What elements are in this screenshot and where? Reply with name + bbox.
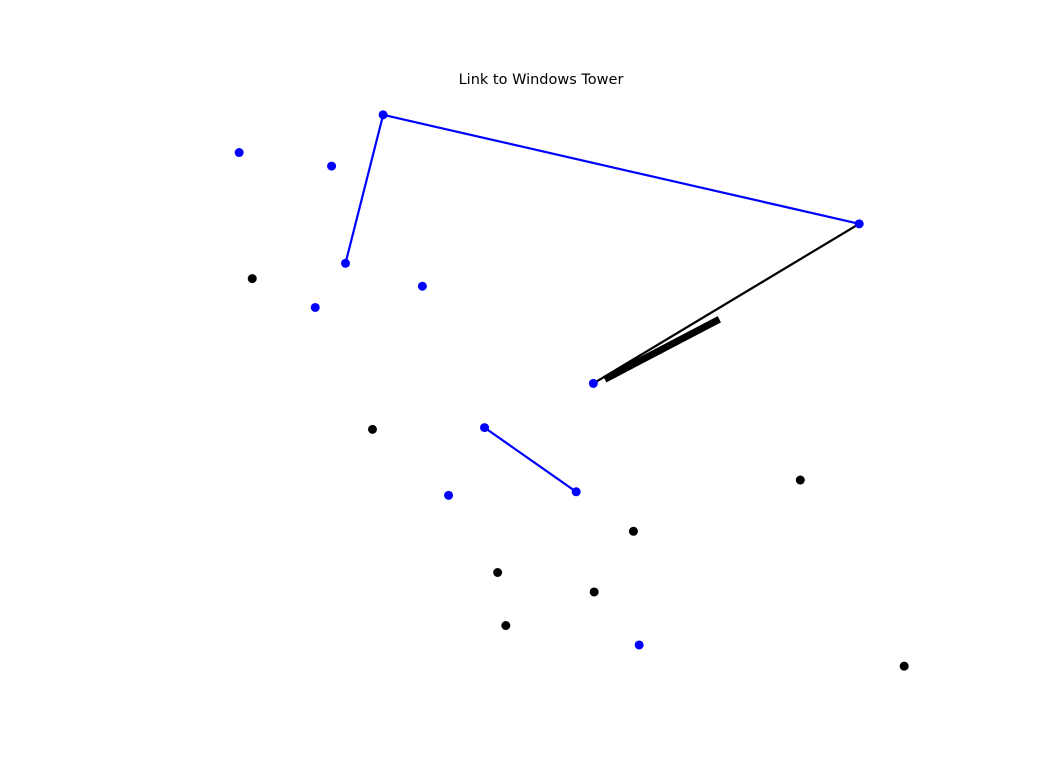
node-n11	[444, 490, 454, 500]
node-n7	[417, 281, 427, 291]
node-n15	[795, 475, 805, 485]
node-n5	[327, 161, 337, 171]
node-n12	[634, 640, 644, 650]
node-n10	[571, 487, 581, 497]
nodes-layer	[234, 110, 909, 671]
link-n3-n1	[344, 114, 385, 264]
node-n2	[854, 219, 864, 229]
node-n16	[628, 526, 638, 536]
highlighted-link-segment	[603, 316, 721, 383]
node-n3	[340, 258, 350, 268]
link-n1-n2	[382, 113, 860, 225]
node-n18	[589, 587, 599, 597]
node-n17	[493, 568, 503, 578]
node-n14	[367, 424, 377, 434]
figure-title: Link to Windows Tower	[459, 72, 624, 88]
node-n6	[310, 302, 320, 312]
link-n9-n10	[483, 426, 577, 493]
node-n19	[501, 621, 511, 631]
node-n4	[234, 148, 244, 158]
node-n13	[247, 274, 257, 284]
node-n1	[378, 110, 388, 120]
links-layer	[344, 113, 860, 493]
node-n9	[480, 423, 490, 433]
highlight-layer	[603, 316, 721, 383]
link-n8-n2	[592, 222, 860, 385]
node-n20	[899, 661, 909, 671]
node-n8	[588, 378, 598, 388]
